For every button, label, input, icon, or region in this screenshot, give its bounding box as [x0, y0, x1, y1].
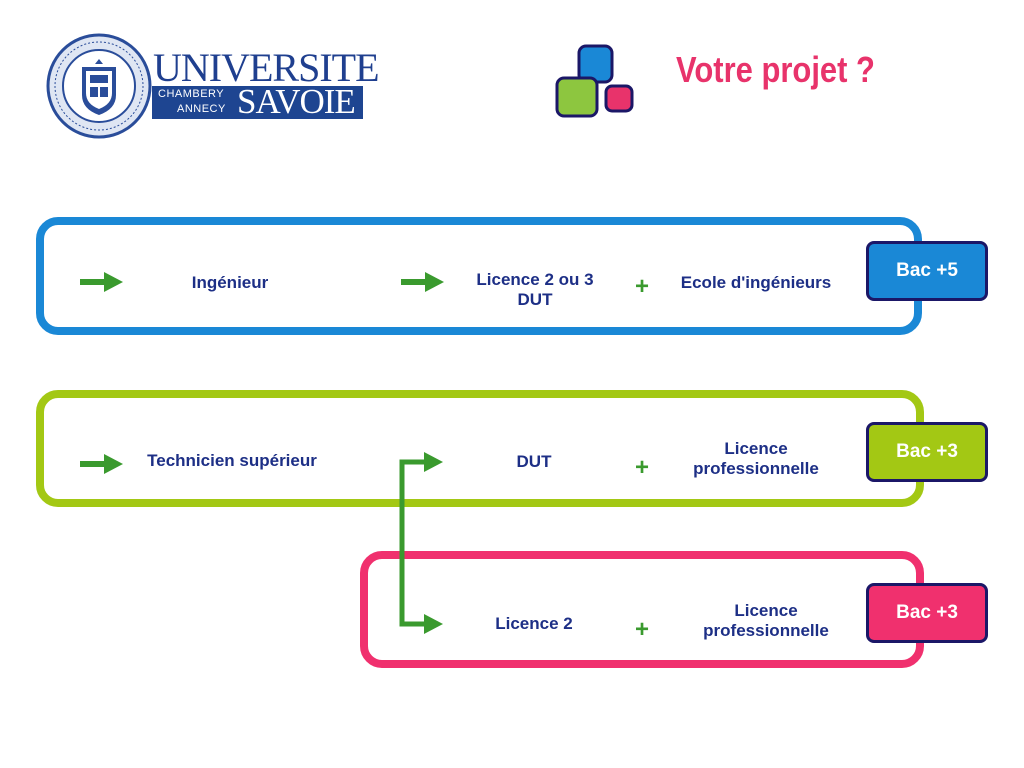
next-step-label: Licence professionnelle: [686, 601, 846, 641]
arrow-head-icon: [424, 614, 443, 634]
next-step-label-line: professionnelle: [703, 621, 829, 640]
arrow-right-icon: [80, 454, 123, 474]
level-badge: Bac +3: [866, 583, 988, 643]
logo-city-chambery: CHAMBERY: [158, 88, 225, 100]
arrow-head-icon: [424, 452, 443, 472]
arrow-right-icon: [80, 272, 123, 292]
study-label: Licence 2: [495, 614, 573, 633]
plus-sign: +: [635, 454, 650, 481]
level-badge: Bac +3: [866, 422, 988, 482]
next-step-label-line: professionnelle: [693, 459, 819, 478]
logo-city-annecy: ANNECY: [177, 103, 226, 115]
next-step-label-line: Licence: [734, 601, 798, 620]
study-label-line: Licence 2 ou 3: [476, 270, 594, 289]
logo-wordmark-universite: UNIVERSITE: [153, 45, 380, 90]
career-label: Technicien supérieur: [147, 451, 317, 470]
logo-band: [152, 86, 363, 119]
career-label: Ingénieur: [191, 273, 269, 292]
logo-wordmark-savoie: SAVOIE: [237, 82, 356, 121]
level-badge: Bac +5: [866, 241, 988, 301]
plus-sign: +: [635, 273, 650, 300]
study-label-line: DUT: [517, 290, 553, 309]
plus-sign: +: [635, 616, 650, 643]
puzzle-squares-icon: [555, 44, 634, 118]
study-label: Licence 2 ou 3 DUT: [455, 270, 615, 310]
page-title: Votre projet ?: [676, 49, 875, 90]
study-label: DUT: [516, 452, 552, 471]
arrow-right-icon: [401, 272, 444, 292]
next-step-label-line: Licence: [724, 439, 788, 458]
next-step-label: Ecole d'ingénieurs: [680, 273, 832, 292]
next-step-label: Licence professionnelle: [676, 439, 836, 479]
bracket-connector-arrow: [399, 459, 424, 627]
university-seal-icon: [46, 33, 152, 139]
